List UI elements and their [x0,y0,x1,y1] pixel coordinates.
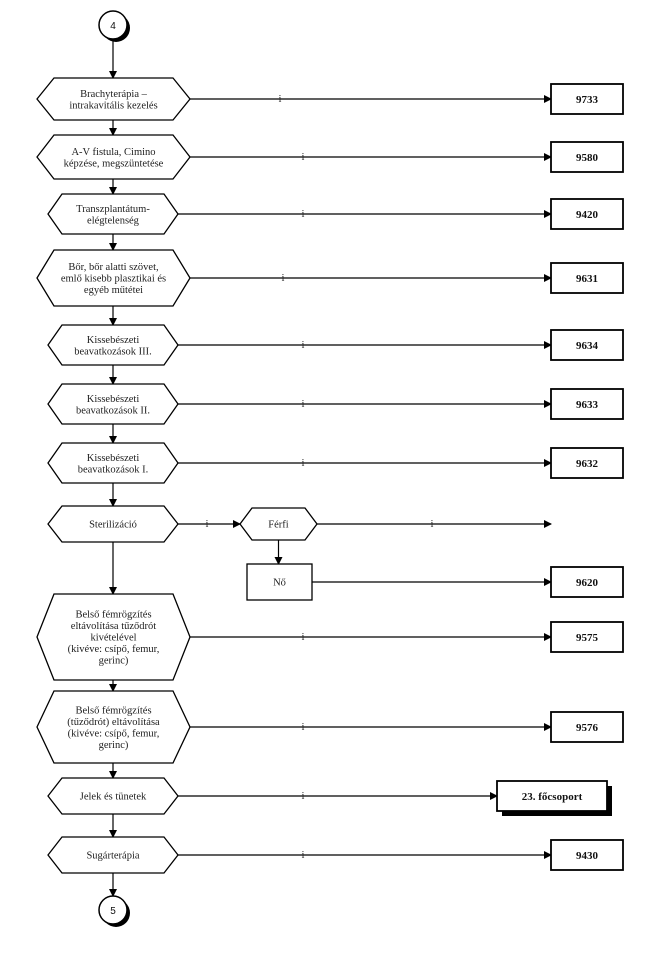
code-box [550,711,624,743]
decision-label-line: intrakavitális kezelés [69,100,157,111]
yes-label: i [302,632,305,643]
decision-label: Brachyterápia –intrakavitális kezelés [69,89,157,112]
terminal-box [496,780,608,812]
decision-label-line: egyéb műtétei [84,285,143,296]
decision-label: Jelek és tünetek [80,792,147,803]
decision-label-line: Kissebészeti [87,453,140,464]
decision-label-line: beavatkozások III. [74,346,152,357]
code-label: 9634 [576,340,599,352]
code-label: 9580 [576,152,599,164]
yes-label: i [302,722,305,733]
yes-label: i [302,152,305,163]
decision-label-line: gerinc) [99,740,129,751]
code-box [550,839,624,871]
decision-label-line: (kivéve: csípő, femur, [68,728,160,739]
decision-label-line: Transzplantátum- [76,204,150,215]
code-label: 9632 [576,458,599,470]
alt-box-label: Nő [273,578,286,589]
yes-label: i [279,94,282,105]
decision-node [47,505,179,543]
code-label: 9631 [576,273,598,285]
connector-top-label: 4 [110,21,116,32]
yes-label: i [282,273,285,284]
decision-node [47,836,179,874]
code-box [550,83,624,115]
code-label: 9733 [576,94,599,106]
yes-label: i [302,340,305,351]
code-label: 9620 [576,577,599,589]
decision-label: Sterilizáció [89,520,137,531]
code-label: 9420 [576,209,599,221]
code-box [550,566,624,598]
decision-label-line: Sterilizáció [89,520,137,531]
decision-label-line: A-V fistula, Cimino [71,147,155,158]
yes-label: i [206,519,209,530]
decision-node [47,777,179,815]
code-box [550,388,624,420]
decision-label: Transzplantátum-elégtelenség [76,204,150,227]
decision-label-line: Brachyterápia – [80,89,148,100]
decision-label-line: Kissebészeti [87,335,140,346]
code-label: 9430 [576,850,599,862]
decision-label-line: kivételével [90,633,136,644]
decision-node [47,324,179,366]
decision-label-line: Belső fémrögzítés [75,610,151,621]
decision-node [47,383,179,425]
code-box [550,621,624,653]
sub-decision-label: Férfi [268,520,288,531]
decision-label-line: Belső fémrögzítés [75,705,151,716]
decision-node [47,193,179,235]
code-label: 9575 [576,632,599,644]
code-label: 9576 [576,722,599,734]
decision-label-line: beavatkozások I. [78,464,149,475]
decision-label-line: beavatkozások II. [76,405,150,416]
decision-label-line: Sugárterápia [86,851,139,862]
code-box [550,329,624,361]
sub-decision-node [239,507,318,541]
decision-label-line: Kissebészeti [87,394,140,405]
code-label: 9633 [576,399,599,411]
code-box [550,262,624,294]
code-label: 23. főcsoport [522,791,583,803]
decision-label-line: (tűződrót) eltávolítása [67,717,160,728]
decision-node [36,134,191,180]
decision-label-line: gerinc) [99,656,129,667]
decision-label: Bőr, bőr alatti szövet,emlő kisebb plasz… [61,262,166,296]
decision-label-line: Bőr, bőr alatti szövet, [68,262,158,273]
decision-node [36,593,191,681]
decision-node [36,690,191,764]
code-box [550,198,624,230]
connector-bottom [98,895,128,925]
decision-label-line: Jelek és tünetek [80,792,147,803]
yes-label: i [302,399,305,410]
decision-label-line: képzése, megszüntetése [64,158,164,169]
yes-label: i [302,209,305,220]
decision-label-line: elégtelenség [87,215,140,226]
alt-box [246,563,313,601]
decision-node [36,249,191,307]
yes-label: i [431,519,434,530]
code-box [550,141,624,173]
decision-label-line: emlő kisebb plasztikai és [61,274,166,285]
decision-node [36,77,191,121]
yes-label: i [302,458,305,469]
code-box [550,447,624,479]
yes-label: i [302,791,305,802]
decision-node [47,442,179,484]
decision-label: Belső fémrögzítés(tűződrót) eltávolítása… [67,705,160,751]
yes-label: i [302,850,305,861]
decision-label-line: (kivéve: csípő, femur, [68,644,160,655]
decision-label: Sugárterápia [86,851,139,862]
connector-bottom-label: 5 [110,906,116,917]
decision-label-line: eltávolítása tűződrót [71,621,157,632]
connector-top [98,10,128,40]
